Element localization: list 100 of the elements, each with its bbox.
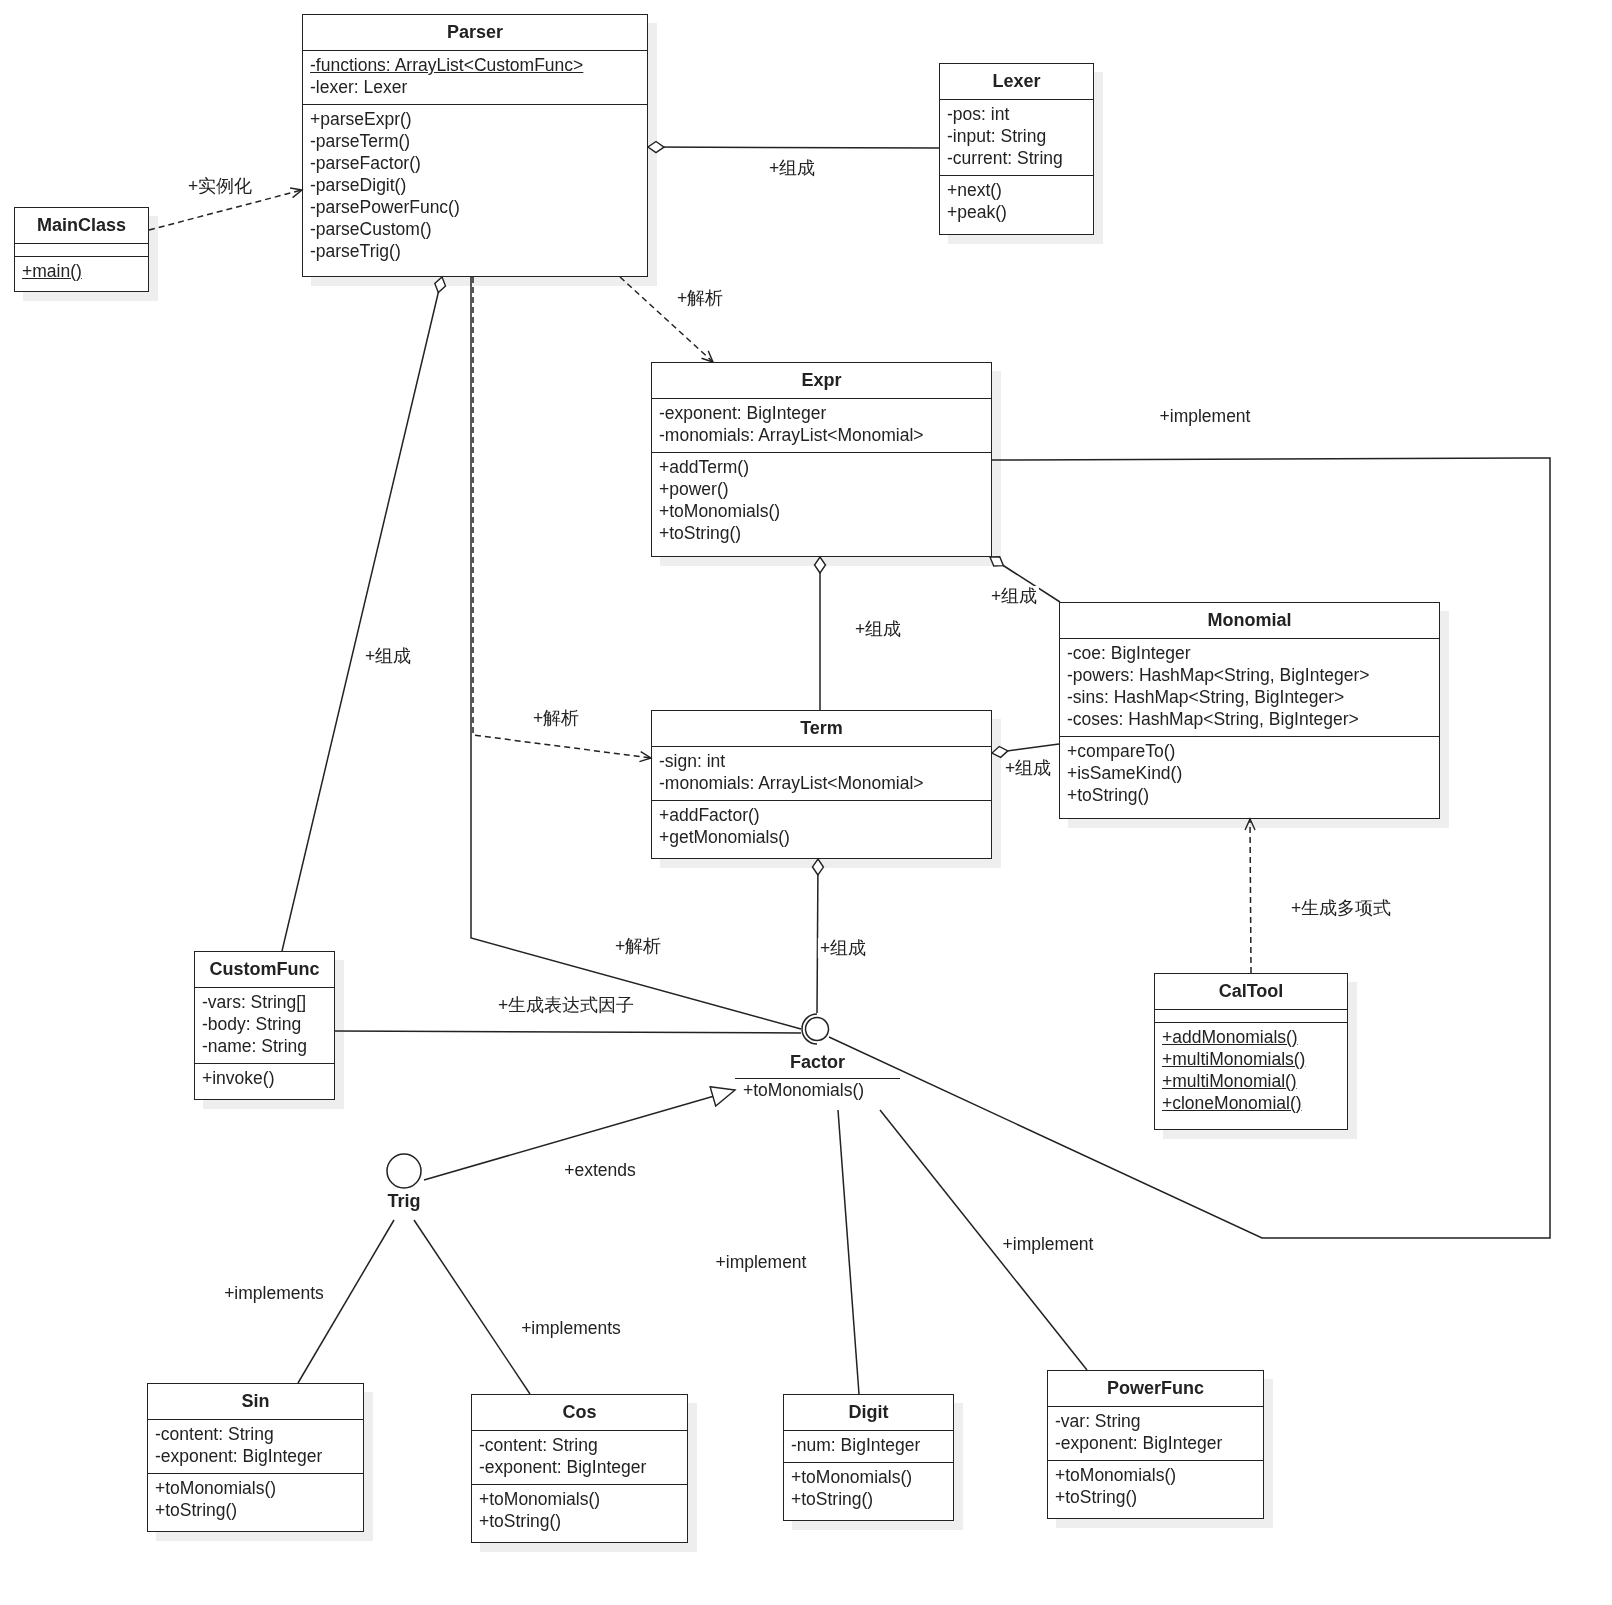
attribute-text: -pos: int — [947, 104, 1010, 124]
method-text: -parseCustom() — [310, 219, 432, 239]
class-name: PowerFunc — [1107, 1378, 1204, 1399]
class-name: Monomial — [1207, 610, 1292, 631]
connector — [472, 276, 652, 763]
connector — [989, 556, 1061, 603]
interface-name: Factor — [790, 1051, 845, 1073]
attribute-text: -vars: String[] — [202, 992, 307, 1012]
edge-label: +解析 — [530, 708, 582, 728]
method-text: -parseTerm() — [310, 131, 411, 151]
attribute-text: -monomials: ArrayList<Monomial> — [659, 425, 924, 445]
edge-label: +implement — [1000, 1234, 1096, 1254]
connector — [281, 276, 447, 952]
method-text: +toMonomials() — [155, 1478, 277, 1498]
edge-label: +组成 — [362, 646, 414, 666]
attribute-text: -exponent: BigInteger — [659, 403, 827, 423]
method-text: +toMonomials() — [479, 1489, 601, 1509]
method-text: +toString() — [659, 523, 742, 543]
method-text: +power() — [659, 479, 729, 499]
class-name: Cos — [562, 1402, 597, 1423]
method-text: +main() — [22, 261, 82, 281]
edge-label: +组成 — [852, 619, 904, 639]
class-name: CustomFunc — [209, 959, 320, 980]
method-text: -parseTrig() — [310, 241, 401, 261]
connector — [619, 276, 714, 363]
edge-label: +组成 — [988, 586, 1040, 606]
method-text: +getMonomials() — [659, 827, 790, 847]
method-text: +isSameKind() — [1067, 763, 1183, 783]
method-text: +toString() — [1067, 785, 1150, 805]
method-text: +toString() — [479, 1511, 562, 1531]
edge-label: +implements — [222, 1283, 326, 1303]
method-text: +parseExpr() — [310, 109, 412, 129]
method-text: +toMonomials() — [791, 1467, 913, 1487]
attribute-text: -sign: int — [659, 751, 726, 771]
attribute-text: -input: String — [947, 126, 1047, 146]
method-text: +toString() — [1055, 1487, 1138, 1507]
connector — [813, 556, 827, 711]
attribute-text: -exponent: BigInteger — [155, 1446, 323, 1466]
method-text: +toMonomials() — [742, 1079, 865, 1101]
method-text: +addMonomials() — [1162, 1027, 1298, 1047]
edge-label: +解析 — [612, 936, 664, 956]
connector — [297, 1219, 395, 1384]
attribute-text: -coses: HashMap<String, BigInteger> — [1067, 709, 1359, 729]
attribute-text: -current: String — [947, 148, 1063, 168]
method-text: -parsePowerFunc() — [310, 197, 460, 217]
method-text: +addTerm() — [659, 457, 749, 477]
connector — [413, 1219, 531, 1395]
method-text: +toString() — [791, 1489, 874, 1509]
method-text: +addFactor() — [659, 805, 760, 825]
attribute-text: -lexer: Lexer — [310, 77, 408, 97]
class-name: Sin — [241, 1391, 270, 1412]
connector — [470, 276, 802, 1030]
attribute-text: -content: String — [479, 1435, 598, 1455]
class-name: CalTool — [1218, 981, 1284, 1002]
method-text: +compareTo() — [1067, 741, 1176, 761]
method-text: +multiMonomials() — [1162, 1049, 1306, 1069]
method-text: -parseDigit() — [310, 175, 407, 195]
attribute-text: -body: String — [202, 1014, 302, 1034]
edge-label: +implement — [1157, 406, 1253, 426]
class-name: Term — [800, 718, 843, 739]
class-name: MainClass — [36, 215, 126, 236]
attribute-text: -coe: BigInteger — [1067, 643, 1191, 663]
attribute-text: -content: String — [155, 1424, 274, 1444]
attribute-text: -monomials: ArrayList<Monomial> — [659, 773, 924, 793]
method-text: +invoke() — [202, 1068, 275, 1088]
class-name: Lexer — [992, 71, 1041, 92]
attribute-text: -name: String — [202, 1036, 308, 1056]
attribute-text: -num: BigInteger — [791, 1435, 921, 1455]
attribute-text: -sins: HashMap<String, BigInteger> — [1067, 687, 1345, 707]
method-text: +multiMonomial() — [1162, 1071, 1297, 1091]
edge-label: +解析 — [674, 288, 726, 308]
attribute-text: -exponent: BigInteger — [1055, 1433, 1223, 1453]
edge-label: +组成 — [1002, 758, 1054, 778]
connector — [334, 1030, 802, 1034]
attribute-text: -var: String — [1055, 1411, 1141, 1431]
class-name: Digit — [848, 1402, 889, 1423]
connector — [991, 743, 1060, 759]
edge-label: +implement — [713, 1252, 809, 1272]
method-text: +toMonomials() — [659, 501, 781, 521]
connector — [148, 187, 303, 231]
attribute-text: -exponent: BigInteger — [479, 1457, 647, 1477]
edge-label: +组成 — [766, 158, 818, 178]
connector — [647, 140, 940, 154]
attribute-text: -powers: HashMap<String, BigInteger> — [1067, 665, 1370, 685]
edge-label: +组成 — [817, 938, 869, 958]
connector — [1244, 818, 1256, 974]
connector — [828, 457, 1551, 1239]
method-text: +toString() — [155, 1500, 238, 1520]
method-text: -parseFactor() — [310, 153, 421, 173]
connector — [423, 1086, 736, 1181]
method-text: +toMonomials() — [1055, 1465, 1177, 1485]
connector — [879, 1109, 1088, 1371]
connector — [811, 858, 825, 1014]
connector — [837, 1109, 860, 1395]
edge-label: +生成多项式 — [1288, 898, 1394, 918]
edge-label: +实例化 — [185, 176, 255, 196]
method-text: +cloneMonomial() — [1162, 1093, 1302, 1113]
class-name: Expr — [801, 370, 842, 391]
interface-name: Trig — [387, 1190, 421, 1212]
edge-label: +implements — [519, 1318, 623, 1338]
